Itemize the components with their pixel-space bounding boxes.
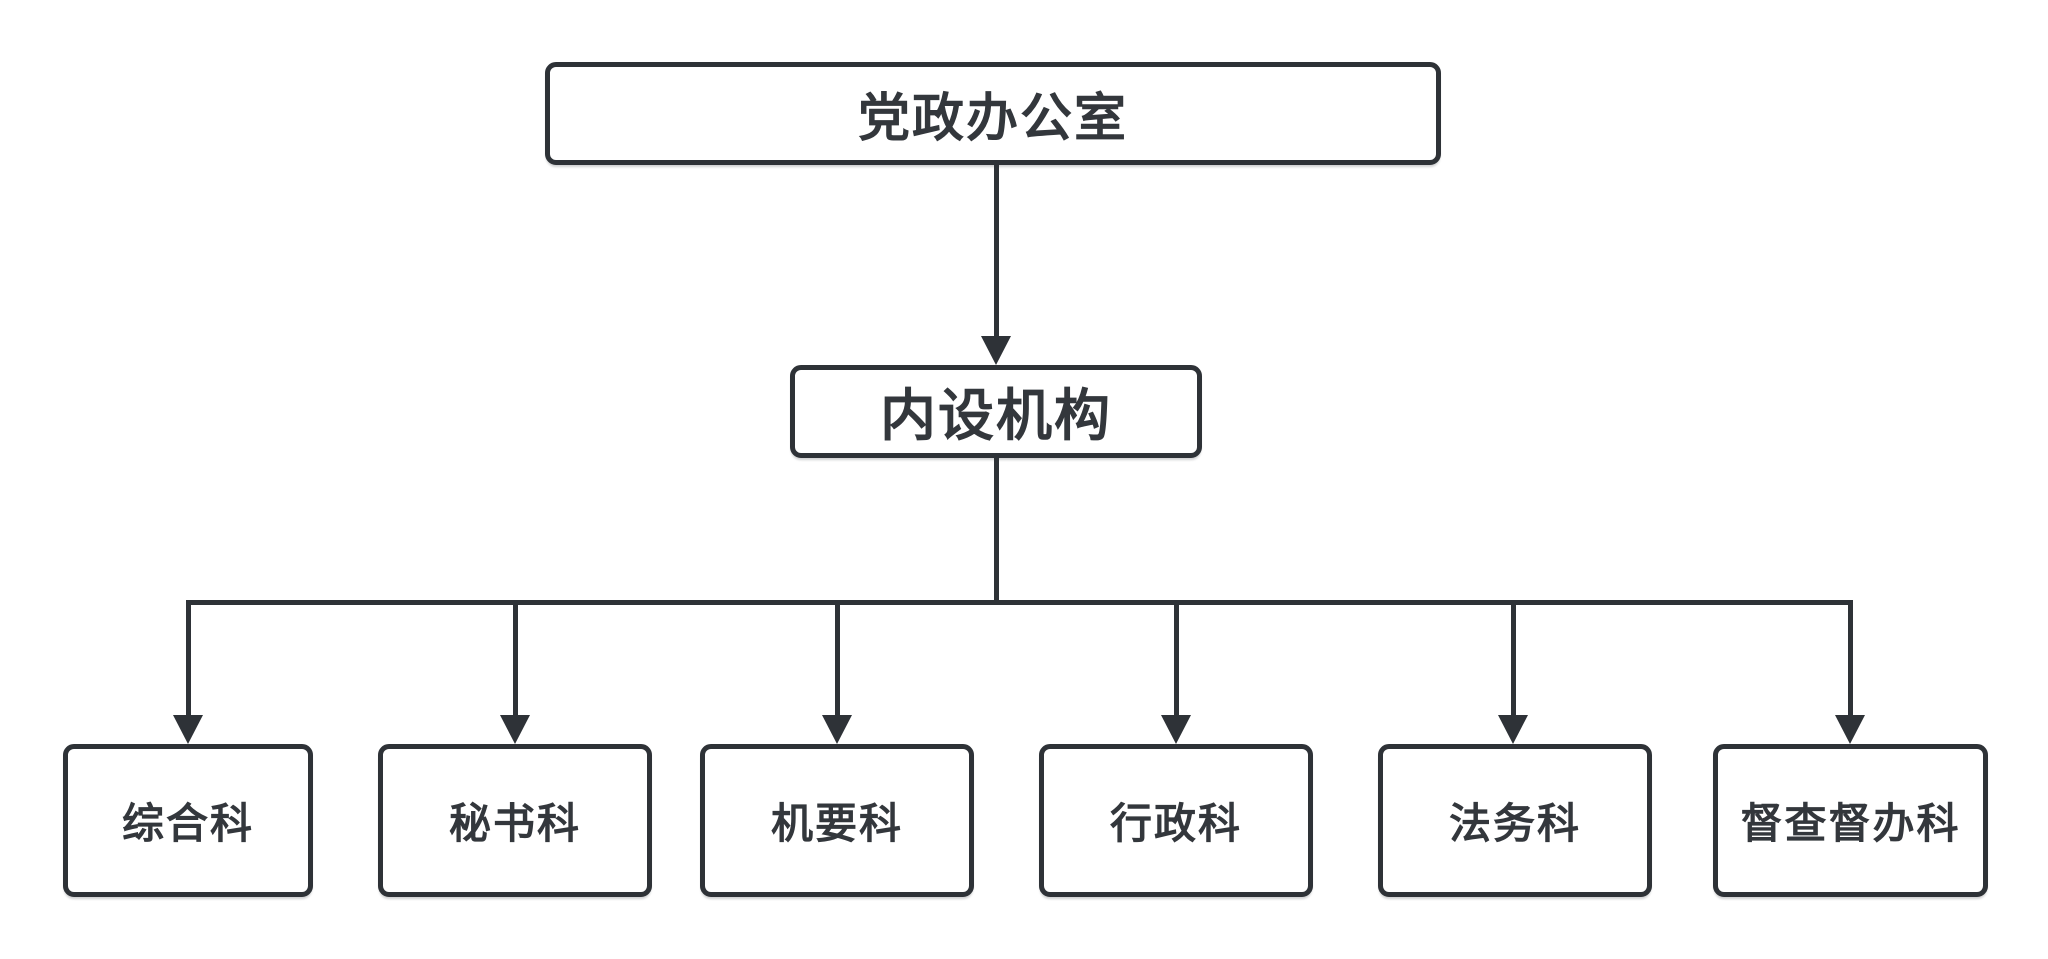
connector-branch-dept-1	[186, 602, 191, 720]
arrowhead-down-level2	[981, 336, 1011, 365]
org-node-level2-label: 内设机构	[880, 384, 1112, 447]
org-node-dept-3-label: 机要科	[770, 800, 903, 847]
arrowhead-down-dept-5	[1498, 715, 1528, 744]
connector-branch-dept-3	[835, 602, 840, 720]
arrowhead-down-dept-6	[1835, 715, 1865, 744]
org-node-dept-1: 综合科	[63, 744, 313, 897]
org-node-dept-4: 行政科	[1039, 744, 1313, 897]
org-node-root-label: 党政办公室	[857, 90, 1128, 148]
arrowhead-down-dept-1	[173, 715, 203, 744]
org-node-dept-6-label: 督查督办科	[1740, 800, 1961, 847]
org-node-dept-2: 秘书科	[378, 744, 652, 897]
connector-branch-dept-4	[1174, 602, 1179, 720]
org-node-root: 党政办公室	[545, 62, 1441, 165]
arrowhead-down-dept-3	[822, 715, 852, 744]
org-node-dept-4-label: 行政科	[1109, 800, 1242, 847]
connector-trunk	[186, 600, 1853, 605]
org-node-dept-6: 督查督办科	[1713, 744, 1988, 897]
org-node-dept-1-label: 综合科	[121, 800, 254, 847]
org-node-dept-2-label: 秘书科	[448, 800, 581, 847]
org-node-dept-3: 机要科	[700, 744, 974, 897]
connector-level2-to-trunk	[994, 458, 999, 605]
connector-branch-dept-6	[1848, 602, 1853, 720]
connector-branch-dept-2	[513, 602, 518, 720]
arrowhead-down-dept-2	[500, 715, 530, 744]
org-node-dept-5: 法务科	[1378, 744, 1652, 897]
connector-branch-dept-5	[1511, 602, 1516, 720]
arrowhead-down-dept-4	[1161, 715, 1191, 744]
org-node-dept-5-label: 法务科	[1448, 800, 1581, 847]
connector-root-to-level2	[994, 165, 999, 340]
org-node-level2: 内设机构	[790, 365, 1202, 458]
